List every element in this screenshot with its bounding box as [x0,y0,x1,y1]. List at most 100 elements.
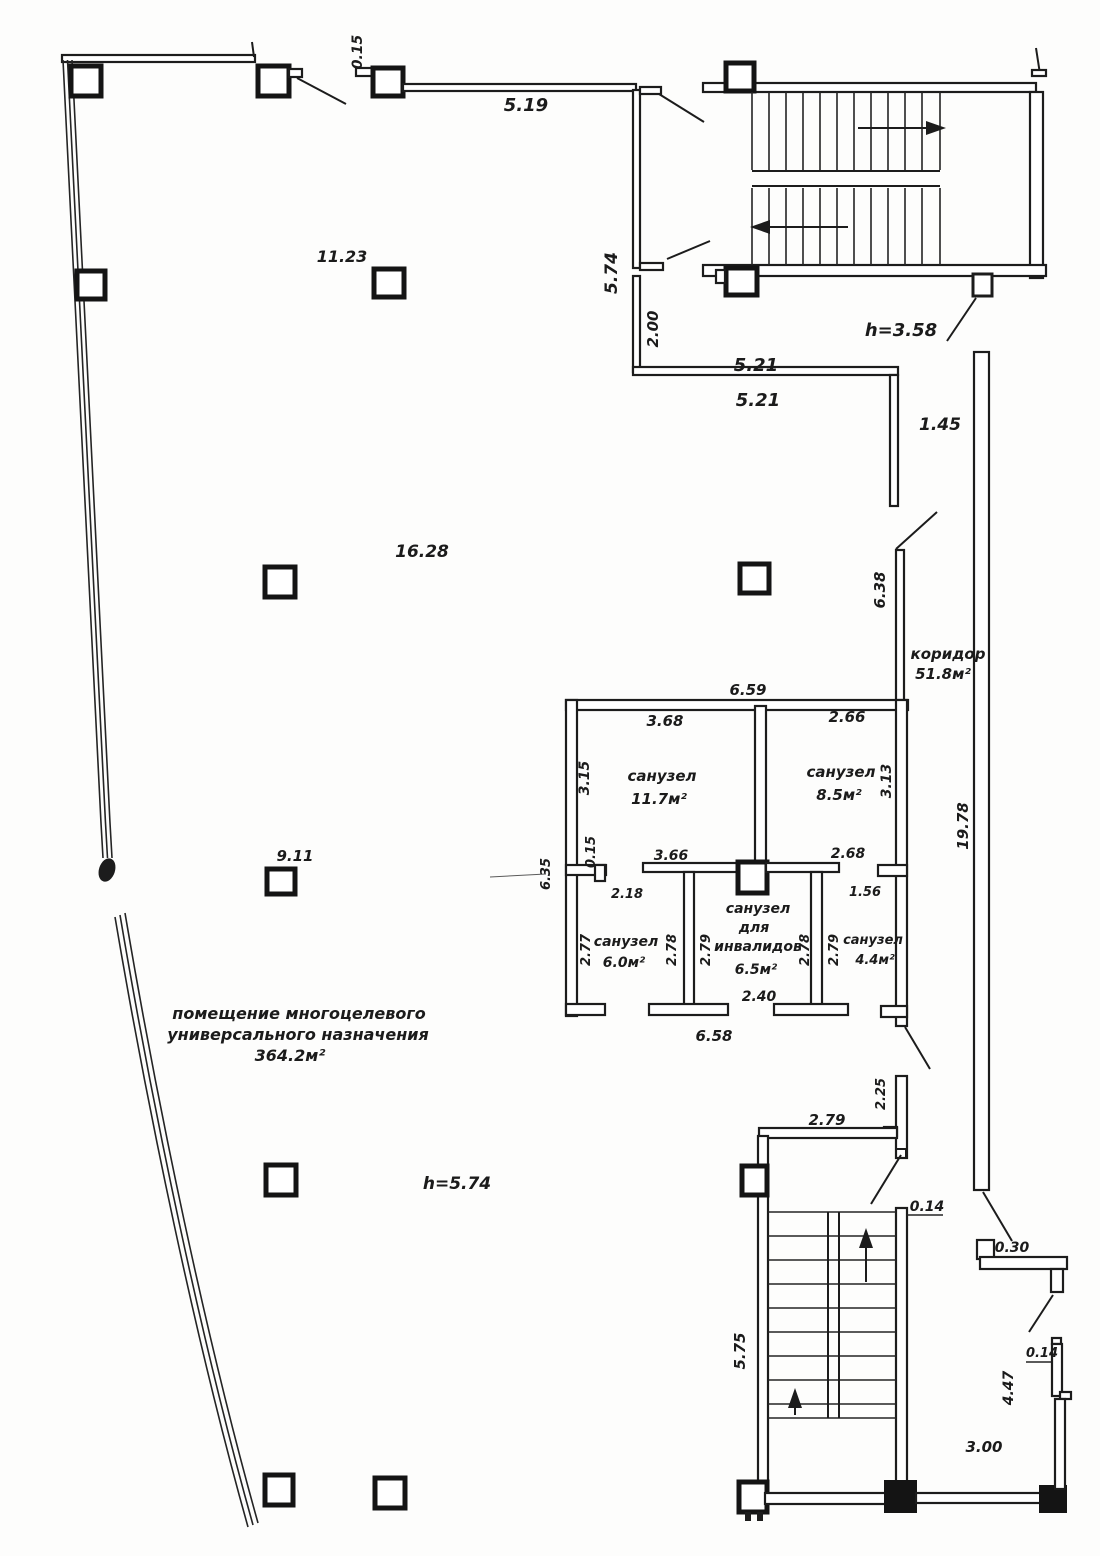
dim-label-0-30: 0.30 [995,1240,1030,1256]
curtain-wall-line [71,59,113,859]
column [736,1479,770,1515]
wall-flange [593,863,607,883]
column [74,268,108,302]
wall [647,1002,730,1017]
dim-label-6-58: 6.58 [695,1027,732,1045]
door-swing [666,240,711,260]
column [264,866,298,897]
room-label-corridor: коридор [911,645,986,663]
dim-label-5-21a: 5.21 [734,355,778,376]
dim-label-0-15-top: 0.15 [350,34,366,69]
dim-label-2-68: 2.68 [831,846,866,862]
column [262,1472,296,1508]
column [737,561,772,596]
door-swing [296,77,347,105]
wall-flange [1030,68,1048,78]
wall [701,263,1048,278]
wall [631,88,642,270]
dim-label-2-40: 2.40 [742,989,777,1005]
stairwell-bottom: 2.25 2.79 0.14 5.75 [731,1074,1067,1521]
dim-label-3-00: 3.00 [965,1438,1002,1456]
wall [641,861,743,874]
dim-label-3-15: 3.15 [577,760,593,795]
leader-line [489,873,547,878]
dim-label-2-79b: 2.79 [827,934,842,966]
curtain-wall-line [66,59,109,859]
room-label-bath-disabled-line3: инвалидов [714,939,802,955]
height-label-main-hall: h=5.74 [423,1174,491,1194]
stairwell-top: h=3.58 [701,47,1048,342]
wall [701,81,1038,94]
wall [888,373,900,508]
room-label-bath-44: санузел [843,933,903,948]
curtain-wall-line [119,914,254,1526]
room-label-bath-85-area: 8.5м² [816,786,862,804]
dim-label-11-23: 11.23 [317,247,368,266]
wall-long [972,350,991,1192]
wall [894,548,906,704]
curtain-wall-line [62,59,104,859]
arrow-head-up [788,1388,802,1408]
wall-flange [638,261,665,272]
wall [879,1004,909,1019]
column-stub [287,67,304,79]
door-swing [895,511,938,550]
dim-label-0-15-mid: 0.15 [584,836,599,868]
room-label-main-hall-line2: универсального назначения [167,1025,429,1044]
corridor: коридор 51.8м² 19.78 [911,350,1013,1242]
column-mark [757,1512,763,1521]
dim-label-2-66: 2.66 [828,708,865,726]
wall [60,53,257,64]
curtain-wall-end-blob [98,858,116,882]
room-label-bath-85: санузел [806,763,875,781]
room-label-bath-44-area: 4.4м² [854,953,895,968]
column [370,65,406,99]
wall [631,274,642,374]
dim-label-2-25: 2.25 [874,1078,889,1110]
wall-pier [971,272,994,298]
column [372,1475,408,1511]
arrow-head-left [750,220,770,234]
arrow-head-right [926,121,946,135]
dim-label-2-00: 2.00 [644,310,662,347]
room-label-bath-60-area: 6.0м² [603,955,646,971]
arrow-head-up [859,1228,873,1248]
curtain-wall-line [124,912,259,1524]
room-label-bath-11-area: 11.7м² [631,790,687,808]
dim-label-9-11: 9.11 [276,847,313,865]
dim-label-5-21b: 5.21 [736,390,780,411]
room-label-bath-disabled-line1: санузел [726,901,790,917]
column [723,60,757,94]
column [735,859,770,896]
dim-label-19-78: 19.78 [954,802,972,849]
dim-label-1-45: 1.45 [919,415,961,435]
wall-end-tick [251,41,255,58]
room-label-bath-60: санузел [594,934,658,950]
door-swing [904,1026,931,1070]
bathroom-block: 6.59 3.68 2.66 санузел 11.7м² санузел 8.… [489,681,931,1070]
wall [564,698,579,1018]
dim-label-3-68: 3.68 [646,712,683,730]
bottom-right-walls: 0.30 0.14 4.47 3.00 [965,1238,1073,1491]
curtain-wall-line [114,916,249,1528]
room-label-main-hall-line1: помещение многоцелевого [172,1004,425,1023]
room-label-main-hall-area: 364.2м² [255,1046,326,1065]
dim-label-0-14b: 0.14 [1026,1346,1058,1361]
door-swing-hook [897,1148,907,1157]
door-swing [870,1154,902,1205]
wall [1053,1397,1067,1491]
dim-label-6-59: 6.59 [729,681,766,699]
dim-label-5-75: 5.75 [731,1332,749,1369]
wall [1028,90,1045,280]
dim-label-5-74: 5.74 [602,252,622,294]
dim-label-3-66: 3.66 [654,848,689,864]
dim-label-2-78b: 2.78 [798,934,813,966]
column [262,564,298,600]
dim-label-6-35: 6.35 [539,858,554,890]
wall [564,1002,607,1017]
dim-label-16-28: 16.28 [395,542,449,562]
stair-treads-upper [751,92,941,170]
room-label-bath-disabled-line2: для [738,920,770,936]
wall [894,1074,909,1160]
